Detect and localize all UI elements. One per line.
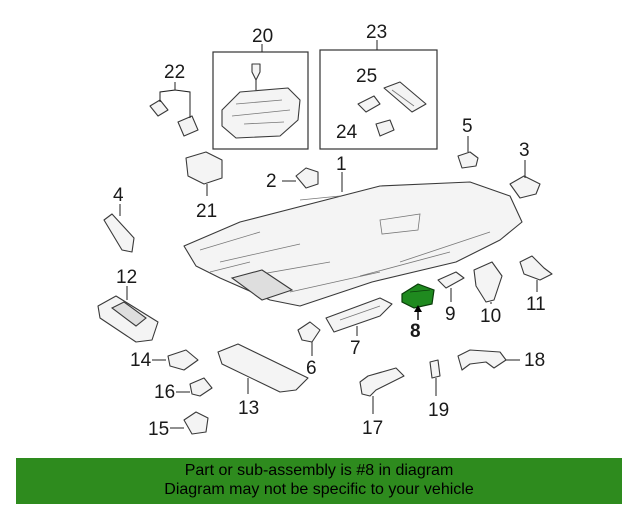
- callout-13: 13: [238, 398, 259, 419]
- part-8-highlighted: [401, 283, 435, 320]
- part-16-clip: [176, 377, 213, 397]
- callout-24: 24: [336, 122, 358, 143]
- part-1-headliner: [183, 172, 523, 307]
- part-13-visor: [217, 343, 309, 394]
- part-2-clip: [282, 167, 319, 189]
- part-21-bracket: [185, 151, 223, 196]
- part-23-lamp-assembly: [357, 81, 427, 137]
- callout-17: 17: [362, 418, 383, 439]
- callout-2: 2: [266, 171, 277, 192]
- footer-line-2: Diagram may not be specific to your vehi…: [164, 481, 474, 498]
- footer-banner: Part or sub-assembly is #8 in diagram Di…: [16, 458, 622, 504]
- callout-25: 25: [356, 66, 377, 87]
- inset-box-20: [212, 51, 309, 150]
- callout-19: 19: [428, 400, 449, 421]
- callout-12: 12: [116, 267, 137, 288]
- part-7-rail: [325, 297, 393, 336]
- inset-box-23: [319, 49, 438, 150]
- callout-22: 22: [164, 62, 185, 83]
- callout-20: 20: [252, 26, 273, 47]
- callout-10: 10: [480, 306, 501, 327]
- callout-15: 15: [148, 419, 169, 440]
- callout-8: 8: [410, 321, 421, 342]
- callout-11: 11: [526, 294, 546, 315]
- part-19-pin: [429, 359, 441, 396]
- part-9-cover: [437, 271, 465, 302]
- part-17-grab-handle: [359, 367, 405, 414]
- footer-line-1: Part or sub-assembly is #8 in diagram: [184, 462, 454, 479]
- callout-9: 9: [445, 304, 456, 325]
- part-11-hook: [519, 255, 553, 292]
- callout-16: 16: [154, 382, 175, 403]
- callout-23: 23: [366, 22, 387, 43]
- callout-1: 1: [336, 154, 347, 175]
- callout-14: 14: [130, 350, 152, 371]
- callout-7: 7: [350, 338, 361, 359]
- part-20-dome-lamp: [221, 63, 301, 139]
- parts-diagram: 20 23 22 25 24 5 3 1 2 4 21 12 8 9 10 11…: [97, 22, 553, 440]
- part-6-bracket: [297, 321, 321, 356]
- part-3-retainer: [509, 160, 541, 199]
- part-18-grab-handle: [457, 349, 520, 371]
- part-22-bulb-socket: [149, 82, 199, 137]
- callout-21: 21: [196, 201, 217, 222]
- part-14-plate: [152, 349, 199, 371]
- part-5-pad: [457, 136, 479, 169]
- part-4-trim: [103, 204, 135, 253]
- callout-6: 6: [306, 358, 317, 379]
- callout-5: 5: [462, 116, 473, 137]
- part-12-sun-visor: [97, 286, 159, 343]
- callout-3: 3: [519, 140, 530, 161]
- part-15-holder: [170, 411, 209, 435]
- callout-18: 18: [524, 350, 545, 371]
- callout-4: 4: [113, 185, 124, 206]
- part-10-cap: [473, 261, 503, 304]
